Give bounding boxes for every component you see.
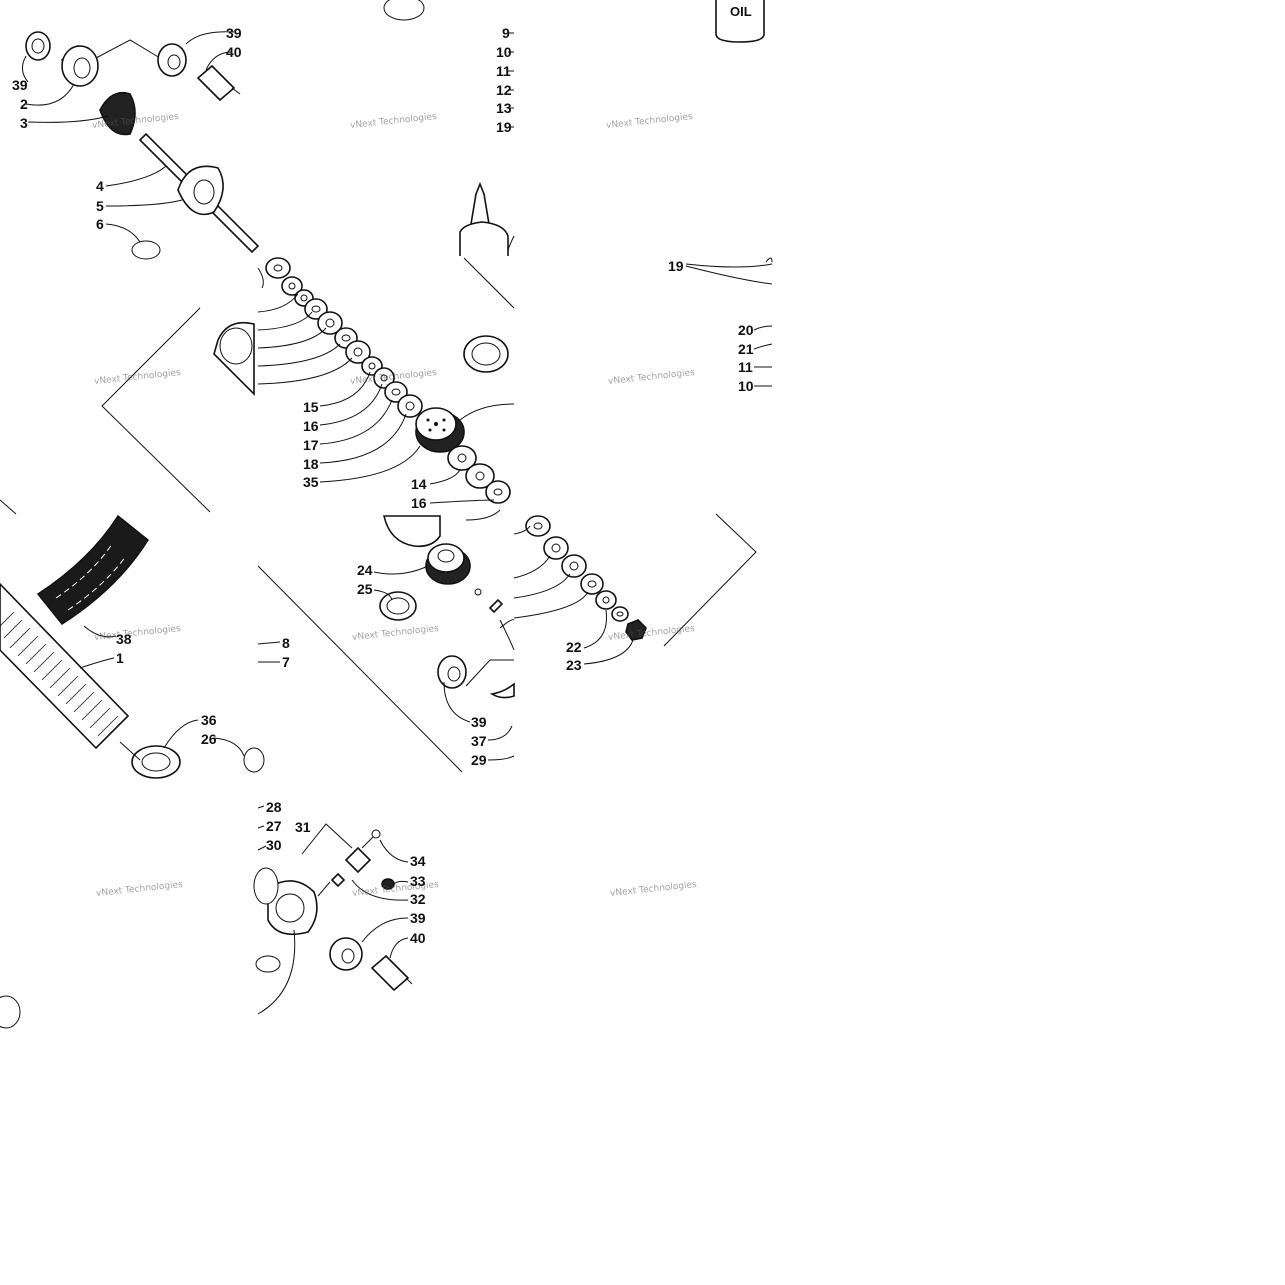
bumper-3 bbox=[99, 91, 136, 136]
callout-label: 3 bbox=[20, 115, 28, 131]
tile-top-right bbox=[715, 0, 765, 43]
callout-label: 34 bbox=[410, 853, 426, 869]
tile-row4-left bbox=[0, 995, 21, 1029]
oil-label: OIL bbox=[730, 4, 752, 19]
callout-label: 9 bbox=[502, 25, 510, 41]
callout-label: 39 bbox=[410, 910, 426, 926]
callout-label: 39 bbox=[12, 77, 28, 93]
callout-label: 27 bbox=[266, 818, 282, 834]
callout-label: 2 bbox=[20, 96, 28, 112]
watermark: vNext Technologies bbox=[96, 880, 184, 899]
callout-label: 28 bbox=[266, 799, 282, 815]
tile-row2-right-b bbox=[685, 257, 773, 387]
watermarks: vNext Technologies vNext Technologies vN… bbox=[92, 112, 698, 899]
shock-body-1 bbox=[0, 582, 130, 750]
tile-row3-right bbox=[499, 513, 757, 665]
callout-label: 12 bbox=[496, 82, 512, 98]
callout-label: 39 bbox=[226, 25, 242, 41]
callout-label: 18 bbox=[303, 456, 319, 472]
oring-bottom-left bbox=[0, 995, 21, 1029]
callout-label: 4 bbox=[96, 178, 104, 194]
oring-6 bbox=[131, 240, 161, 260]
callout-label: 13 bbox=[496, 100, 512, 116]
callout-label: 21 bbox=[738, 341, 754, 357]
tile-row4-middle bbox=[253, 805, 413, 1015]
tile-top-middle bbox=[383, 0, 514, 256]
callout-label: 10 bbox=[496, 44, 512, 60]
sleeve-40-bottom bbox=[370, 954, 410, 992]
watermark: vNext Technologies bbox=[350, 112, 438, 131]
tile-row2-left bbox=[0, 307, 255, 515]
valve-shim-stack bbox=[265, 257, 423, 418]
callout-label: 16 bbox=[411, 495, 427, 511]
piston bbox=[415, 407, 465, 453]
reservoir-cap bbox=[382, 515, 441, 548]
callout-label: 35 bbox=[303, 474, 319, 490]
callout-label: 39 bbox=[471, 714, 487, 730]
callout-label: 17 bbox=[303, 437, 319, 453]
callout-label: 7 bbox=[282, 654, 290, 670]
callout-label: 26 bbox=[201, 731, 217, 747]
oil-can bbox=[715, 0, 765, 43]
callout-label: 31 bbox=[295, 819, 311, 835]
callout-label: 16 bbox=[303, 418, 319, 434]
watermark: vNext Technologies bbox=[94, 624, 182, 643]
callout-label: 36 bbox=[201, 712, 217, 728]
watermark: vNext Technologies bbox=[610, 880, 698, 899]
callout-label: 23 bbox=[566, 657, 582, 673]
callout-label: 5 bbox=[96, 198, 104, 214]
callout-label: 29 bbox=[471, 752, 487, 768]
callout-label: 24 bbox=[357, 562, 373, 578]
callout-label: 40 bbox=[410, 930, 426, 946]
callout-label: 30 bbox=[266, 837, 282, 853]
watermark: vNext Technologies bbox=[608, 368, 696, 387]
callout-label: 37 bbox=[471, 733, 487, 749]
callout-label: 14 bbox=[411, 476, 427, 492]
tile-row2-middle bbox=[257, 257, 515, 504]
callout-label: 32 bbox=[410, 891, 426, 907]
callout-label: 19 bbox=[668, 258, 684, 274]
callout-label: 8 bbox=[282, 635, 290, 651]
callout-label: 25 bbox=[357, 581, 373, 597]
callout-label: 11 bbox=[496, 63, 511, 79]
callout-label: 22 bbox=[566, 639, 582, 655]
callout-label: 10 bbox=[738, 378, 754, 394]
tile-row2-right-a bbox=[463, 235, 515, 373]
callout-label: 33 bbox=[410, 873, 426, 889]
tile-top-left bbox=[22, 31, 260, 260]
callout-label: 40 bbox=[226, 44, 242, 60]
sleeve-40-top bbox=[196, 64, 236, 102]
decal-38 bbox=[36, 514, 149, 625]
callout-label: 19 bbox=[496, 119, 512, 135]
tile-row3-middle bbox=[257, 509, 515, 773]
oring-top bbox=[383, 0, 425, 21]
callout-label: 38 bbox=[116, 631, 132, 647]
tile-row3-left bbox=[0, 514, 265, 779]
watermark: vNext Technologies bbox=[606, 112, 694, 131]
callout-label: 20 bbox=[738, 322, 754, 338]
callout-label: 1 bbox=[116, 650, 124, 666]
watermark: vNext Technologies bbox=[608, 624, 696, 643]
watermark: vNext Technologies bbox=[352, 624, 440, 643]
callout-label: 6 bbox=[96, 216, 104, 232]
valve-31 bbox=[344, 846, 372, 874]
callout-label: 11 bbox=[738, 359, 753, 375]
callout-label: 15 bbox=[303, 399, 319, 415]
callout-numbers: 39 40 39 2 3 4 5 6 9 10 11 12 13 19 19 2… bbox=[12, 25, 754, 946]
nut-23 bbox=[625, 619, 647, 641]
